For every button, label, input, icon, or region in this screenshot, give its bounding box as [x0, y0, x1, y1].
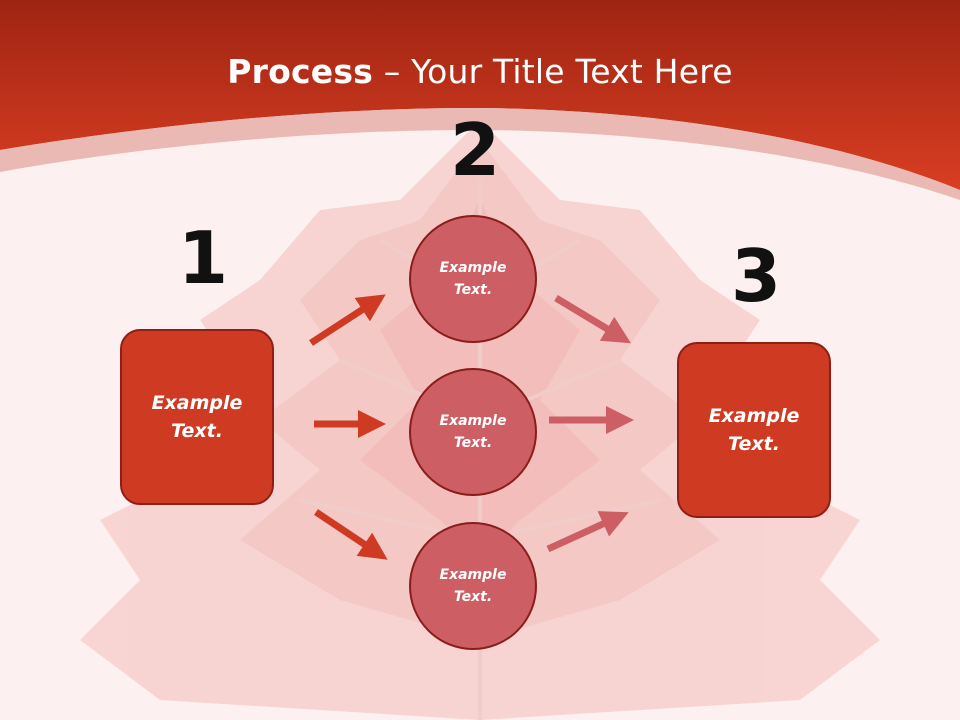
circle-top-label: Example Text.: [439, 259, 507, 298]
circle-middle[interactable]: Example Text.: [409, 368, 537, 496]
left-process-box[interactable]: Example Text.: [120, 329, 274, 505]
circle-top[interactable]: Example Text.: [409, 215, 537, 343]
arrow-top-to-right: [554, 295, 631, 344]
header-band: [0, 0, 960, 190]
arrow-left-to-bottom: [314, 509, 388, 560]
title-rest: – Your Title Text Here: [373, 52, 733, 91]
arrow-left-to-top: [309, 294, 386, 346]
step-number-3: 3: [731, 234, 782, 318]
step-number-1: 1: [178, 216, 229, 300]
right-process-box[interactable]: Example Text.: [677, 342, 831, 518]
left-box-label: Example Text.: [151, 391, 243, 443]
header-swoosh: [0, 108, 960, 200]
right-box-label: Example Text.: [708, 404, 800, 456]
arrow-bottom-to-right: [546, 511, 629, 553]
slide-title: Process – Your Title Text Here: [0, 52, 960, 91]
circle-bottom-label: Example Text.: [439, 566, 507, 605]
step-number-2: 2: [450, 108, 501, 192]
circle-middle-label: Example Text.: [439, 412, 507, 451]
title-bold: Process: [227, 52, 374, 91]
circle-bottom[interactable]: Example Text.: [409, 522, 537, 650]
